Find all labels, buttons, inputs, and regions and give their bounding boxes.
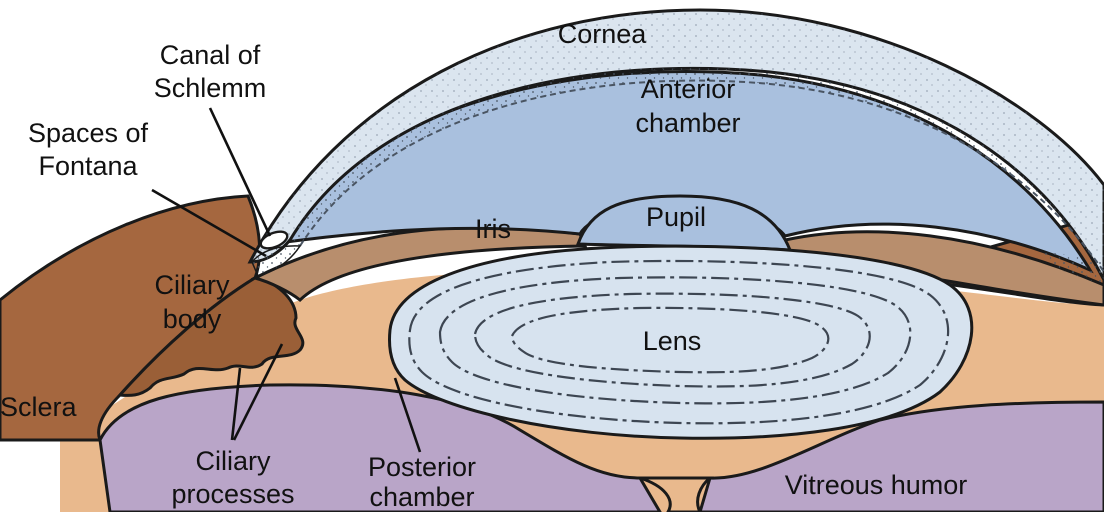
ciliary-body-label-line2: body: [163, 304, 222, 334]
spaces-of-fontana-label-line2: Fontana: [38, 151, 138, 181]
canal-of-schlemm-label-line2: Schlemm: [154, 73, 267, 103]
ciliary-body-label-line1: Ciliary: [154, 270, 230, 300]
canal-of-schlemm-label-line1: Canal of: [160, 40, 261, 70]
anterior-chamber-label-line2: chamber: [635, 108, 740, 138]
pupil-label: Pupil: [646, 202, 706, 232]
posterior-chamber-label-line1: Posterior: [368, 452, 476, 482]
sclera-label: Sclera: [0, 392, 78, 422]
ciliary-processes-label-line1: Ciliary: [195, 446, 271, 476]
vitreous-humor-label: Vitreous humor: [785, 470, 968, 500]
spaces-of-fontana-label-line1: Spaces of: [28, 118, 149, 148]
ciliary-processes-label-line2: processes: [171, 479, 294, 509]
lens-label: Lens: [643, 326, 702, 356]
cornea-label: Cornea: [558, 19, 648, 49]
anterior-chamber-label-line1: Anterior: [641, 74, 736, 104]
posterior-chamber-label-line2: chamber: [369, 482, 474, 512]
iris-label: Iris: [475, 214, 511, 244]
